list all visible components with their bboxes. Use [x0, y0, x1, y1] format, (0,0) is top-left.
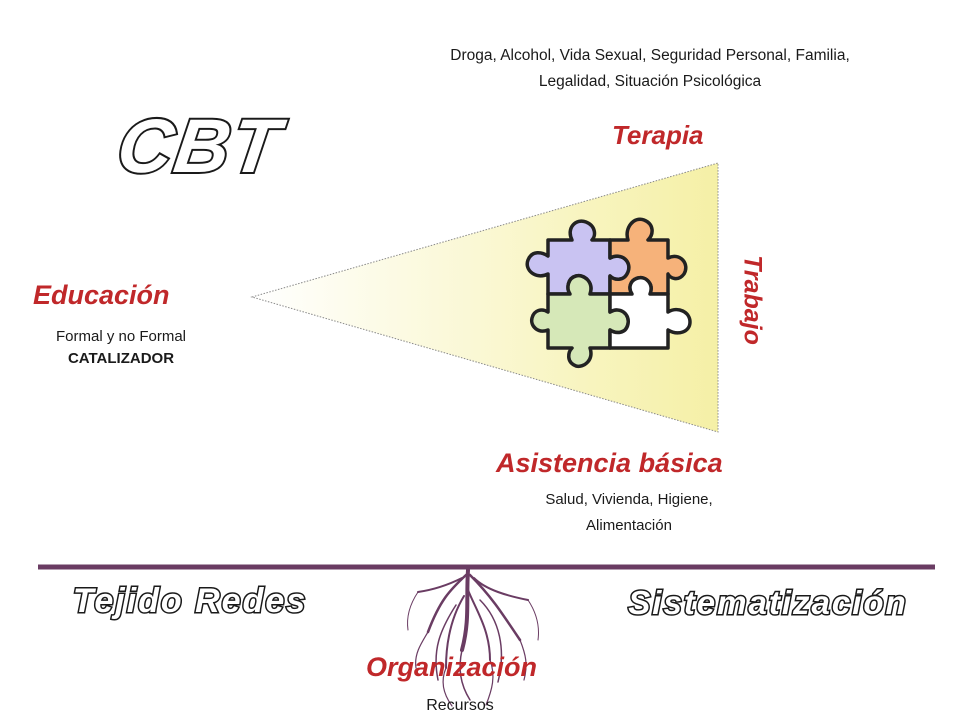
educacion-title: Educación [33, 280, 170, 310]
educacion-subtitle: Formal y no Formal CATALIZADOR [14, 326, 228, 370]
puzzle-icon [525, 217, 692, 369]
recursos-label: Recursos [426, 697, 494, 714]
cbt-logo: CBT [112, 104, 290, 189]
roots-illustration [407, 568, 539, 707]
asistencia-subtitle: Salud, Vivienda, Higiene, Alimentación [498, 487, 760, 539]
terapia-label: Terapia [612, 120, 704, 150]
organizacion-title: Organización [366, 652, 538, 682]
sistematizacion-logo: Sistematización [628, 584, 907, 621]
tejido-redes-logo: Tejido Redes [73, 582, 307, 620]
asistencia-line-2: Alimentación [586, 517, 672, 534]
educacion-line-1: Formal y no Formal [55, 328, 187, 345]
top-note: Droga, Alcohol, Vida Sexual, Seguridad P… [360, 43, 940, 95]
trabajo-label: Trabajo [738, 255, 767, 345]
educacion-line-2: CATALIZADOR [67, 350, 175, 367]
top-note-line-1: Droga, Alcohol, Vida Sexual, Seguridad P… [450, 47, 850, 64]
puzzle-piece-white [608, 275, 692, 350]
top-note-line-2: Legalidad, Situación Psicológica [538, 73, 762, 90]
cone-triangle [250, 162, 719, 433]
asistencia-title: Asistencia básica [496, 448, 723, 478]
asistencia-line-1: Salud, Vivienda, Higiene, [545, 491, 713, 508]
